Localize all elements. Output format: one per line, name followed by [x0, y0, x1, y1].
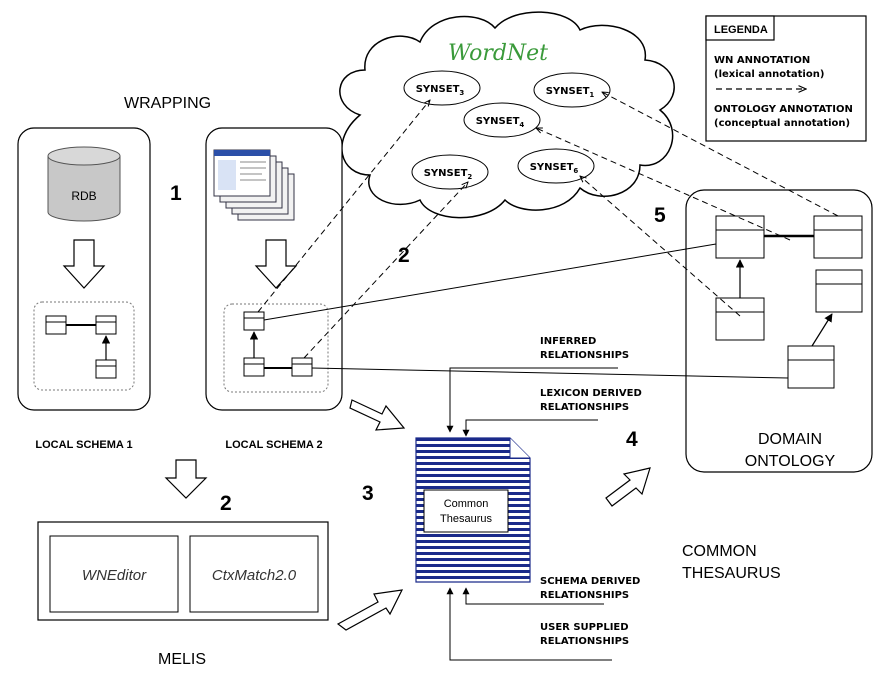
- common-thesaurus-document: Common Thesaurus: [415, 437, 531, 583]
- step-2-wordnet-number: 2: [398, 244, 410, 267]
- synset-4: SYNSET4: [463, 102, 541, 138]
- svg-text:SYNSET3: SYNSET3: [416, 84, 465, 97]
- rdb-database-icon: RDB: [47, 146, 121, 222]
- thesaurus-doc-title-2: Thesaurus: [440, 513, 492, 525]
- web-pages-icon: [213, 149, 295, 221]
- wrapping-title: WRAPPING: [124, 95, 211, 112]
- legend-onto-sub: (conceptual annotation): [714, 118, 850, 129]
- inferred-rel-label: INFERRED: [540, 336, 596, 347]
- common-thesaurus-title-2: THESAURUS: [682, 565, 781, 582]
- synset-6: SYNSET6: [517, 148, 595, 184]
- legend-onto-label: ONTOLOGY ANNOTATION: [714, 104, 853, 115]
- local-schema-2-panel: [205, 127, 343, 411]
- svg-text:SYNSET6: SYNSET6: [530, 162, 579, 175]
- legend-wn-sub: (lexical annotation): [714, 69, 824, 80]
- domain-ontology-panel: DOMAIN ONTOLOGY: [685, 189, 873, 473]
- local-schema-1-label: LOCAL SCHEMA 1: [35, 439, 132, 451]
- local-schema-1-panel: RDB: [17, 127, 151, 411]
- legend-title: LEGENDA: [714, 24, 768, 36]
- domain-ontology-title-2: ONTOLOGY: [745, 453, 836, 470]
- melis-title: MELIS: [158, 651, 206, 668]
- ctxmatch-label: CtxMatch2.0: [212, 567, 297, 584]
- synset-3: SYNSET3: [403, 70, 481, 106]
- legend-wn-label: WN ANNOTATION: [714, 55, 810, 66]
- down-arrow-melis-icon: [164, 459, 208, 499]
- melis-panel: WNEditor CtxMatch2.0: [37, 521, 329, 621]
- lexicon-rel-label: LEXICON DERIVED: [540, 388, 642, 399]
- schema-rel-label: SCHEMA DERIVED: [540, 576, 640, 587]
- step-4-number: 4: [626, 428, 638, 451]
- synset-1: SYNSET1: [533, 72, 611, 108]
- user-rel-label: USER SUPPLIED: [540, 622, 629, 633]
- step-1-number: 1: [170, 182, 182, 205]
- wneditor-label: WNEditor: [82, 567, 147, 584]
- schema-rel-label-2: RELATIONSHIPS: [540, 590, 629, 601]
- local-schema-2-label: LOCAL SCHEMA 2: [225, 439, 322, 451]
- svg-text:SYNSET4: SYNSET4: [476, 116, 525, 129]
- domain-ontology-title: DOMAIN: [758, 431, 822, 448]
- synset-2: SYNSET2: [411, 154, 489, 190]
- down-arrow-icon: [62, 239, 106, 289]
- svg-text:SYNSET2: SYNSET2: [424, 168, 473, 181]
- arrow-melis-to-thesaurus-icon: [336, 589, 404, 631]
- wordnet-logo: WordNet: [448, 41, 548, 66]
- arrow-schema-to-thesaurus-icon: [349, 399, 406, 431]
- svg-text:SYNSET1: SYNSET1: [546, 86, 595, 99]
- thesaurus-doc-title: Common: [444, 498, 489, 510]
- step-2-melis-number: 2: [220, 492, 232, 515]
- inferred-rel-label-2: RELATIONSHIPS: [540, 350, 629, 361]
- common-thesaurus-title: COMMON: [682, 543, 757, 560]
- lexicon-rel-label-2: RELATIONSHIPS: [540, 402, 629, 413]
- legend: LEGENDA WN ANNOTATION (lexical annotatio…: [705, 15, 867, 142]
- rdb-label: RDB: [71, 189, 96, 203]
- step-5-number: 5: [654, 204, 666, 227]
- arrow-thesaurus-to-ontology-icon: [605, 467, 651, 507]
- step-3-number: 3: [362, 482, 374, 505]
- user-rel-label-2: RELATIONSHIPS: [540, 636, 629, 647]
